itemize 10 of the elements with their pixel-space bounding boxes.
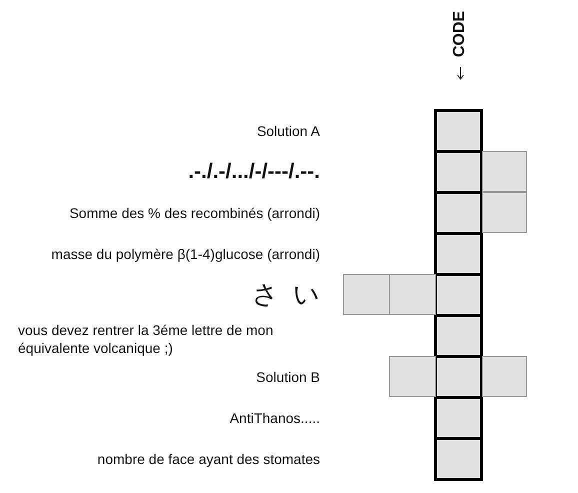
clue-text: nombre de face ayant des stomates — [97, 450, 320, 468]
clue-text: AntiThanos..... — [230, 408, 320, 426]
morse-code-text: .-./.-/.../-/---/.--. — [188, 158, 320, 184]
clue-text: Solution A — [256, 122, 320, 140]
column-heading: CODE — [451, 10, 470, 58]
clue-text: vous devez rentrer la 3éme lettre de mon équivalente volcanique ;) — [18, 320, 274, 356]
clue-text: masse du polymère β(1-4)glucose (arrondi) — [51, 244, 320, 262]
clue-text: さい — [252, 278, 334, 310]
clue-text: Somme des % des recombinés (arrondi) — [69, 204, 320, 222]
clue-text: Solution B — [256, 368, 320, 386]
